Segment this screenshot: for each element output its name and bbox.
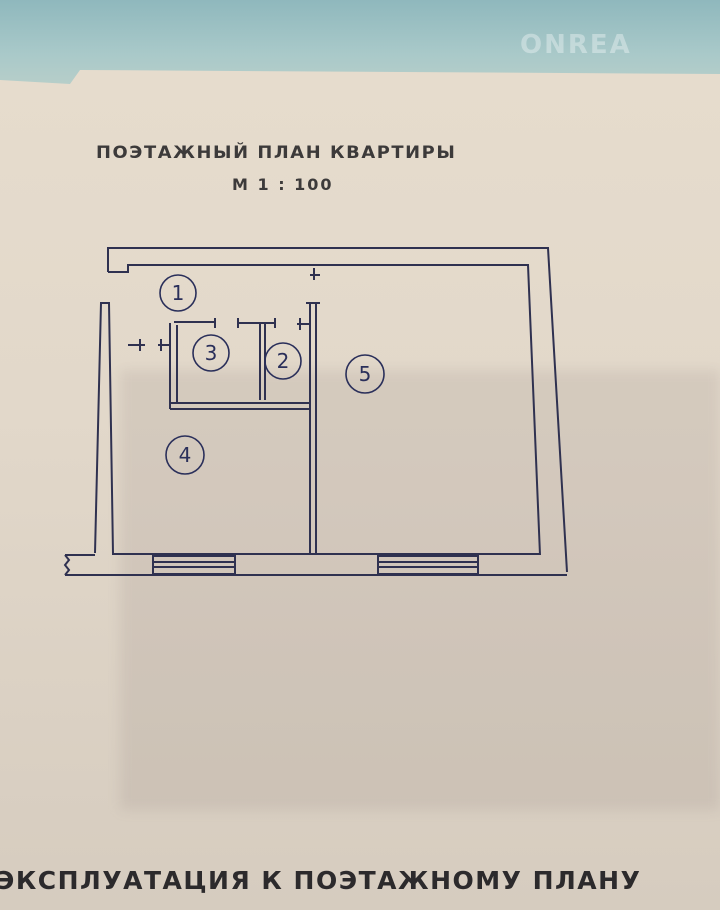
room-5-marker [345, 354, 385, 394]
inner-wall [108, 264, 541, 556]
room-1-marker [159, 274, 197, 312]
window-left [152, 555, 236, 575]
footer-heading: ЭКСПЛУАТАЦИЯ К ПОЭТАЖНОМУ ПЛАНУ [0, 866, 642, 895]
walls [63, 247, 568, 576]
room-3-label: 3 [205, 341, 218, 365]
room-4-label: 4 [179, 443, 192, 467]
break-mark [63, 554, 71, 576]
plan-title: ПОЭТАЖНЫЙ ПЛАН КВАРТИРЫ [96, 143, 457, 163]
room-5-label: 5 [359, 362, 372, 386]
room-1-label: 1 [172, 281, 185, 305]
window-right [377, 555, 479, 575]
left-wall [94, 302, 114, 555]
document-sheet [0, 70, 720, 910]
shadow [120, 370, 720, 810]
watermark-logo: ONREA [520, 30, 632, 60]
outer-wall [107, 247, 568, 573]
room-2-marker [264, 342, 302, 380]
plan-scale: М 1 : 100 [232, 175, 334, 194]
room-2-label: 2 [277, 349, 290, 373]
room-3-marker [192, 334, 230, 372]
room-4-marker [165, 435, 205, 475]
